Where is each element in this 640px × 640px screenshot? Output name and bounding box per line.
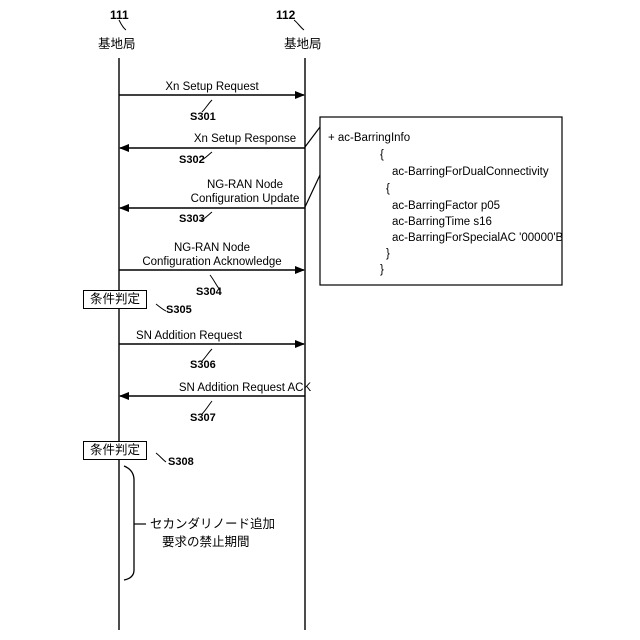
message-s301-label: Xn Setup Request bbox=[119, 80, 305, 94]
info-line-5: ac-BarringFactor p05 bbox=[392, 201, 500, 213]
message-s303-label: NG-RAN Node Configuration Update bbox=[160, 178, 330, 206]
message-s304-line2: Configuration Acknowledge bbox=[119, 255, 305, 269]
node-112-number: 112 bbox=[276, 9, 295, 21]
prohibition-label-line2: 要求の禁止期間 bbox=[162, 533, 250, 550]
step-s303: S303 bbox=[179, 214, 205, 225]
step-s304: S304 bbox=[196, 287, 222, 298]
message-s303-line2: Configuration Update bbox=[160, 192, 330, 206]
node-111-name: 基地局 bbox=[98, 38, 136, 51]
prohibition-bracket bbox=[124, 466, 134, 580]
leader-s305 bbox=[156, 304, 166, 311]
info-line-4: { bbox=[386, 184, 390, 196]
condition-box-s308: 条件判定 bbox=[83, 441, 147, 460]
info-line-3: ac-BarringForDualConnectivity bbox=[392, 167, 549, 179]
message-s306-label: SN Addition Request bbox=[119, 329, 259, 343]
node-111-number: 111 bbox=[110, 9, 129, 21]
info-line-1: + ac-BarringInfo bbox=[328, 133, 410, 145]
node-112-leader bbox=[294, 20, 304, 30]
step-s308: S308 bbox=[168, 457, 194, 468]
node-112-name: 基地局 bbox=[284, 38, 322, 51]
message-s303-line1: NG-RAN Node bbox=[160, 178, 330, 192]
info-line-2: { bbox=[380, 150, 384, 162]
prohibition-label-line1: セカンダリノード追加 bbox=[150, 515, 275, 532]
step-s302: S302 bbox=[179, 155, 205, 166]
message-s307-label: SN Addition Request ACK bbox=[150, 381, 340, 395]
message-s302-label: Xn Setup Response bbox=[160, 132, 330, 146]
step-s307: S307 bbox=[190, 413, 216, 424]
message-s304-line1: NG-RAN Node bbox=[119, 241, 305, 255]
step-s305: S305 bbox=[166, 305, 192, 316]
info-line-7: ac-BarringForSpecialAC '00000'B bbox=[392, 233, 563, 245]
condition-box-s305: 条件判定 bbox=[83, 290, 147, 309]
step-s301: S301 bbox=[190, 112, 216, 123]
info-line-6: ac-BarringTime s16 bbox=[392, 217, 492, 229]
leader-s308 bbox=[156, 453, 166, 462]
info-line-8: } bbox=[386, 249, 390, 261]
message-s304-label: NG-RAN Node Configuration Acknowledge bbox=[119, 241, 305, 269]
step-s306: S306 bbox=[190, 360, 216, 371]
info-line-9: } bbox=[380, 265, 384, 277]
